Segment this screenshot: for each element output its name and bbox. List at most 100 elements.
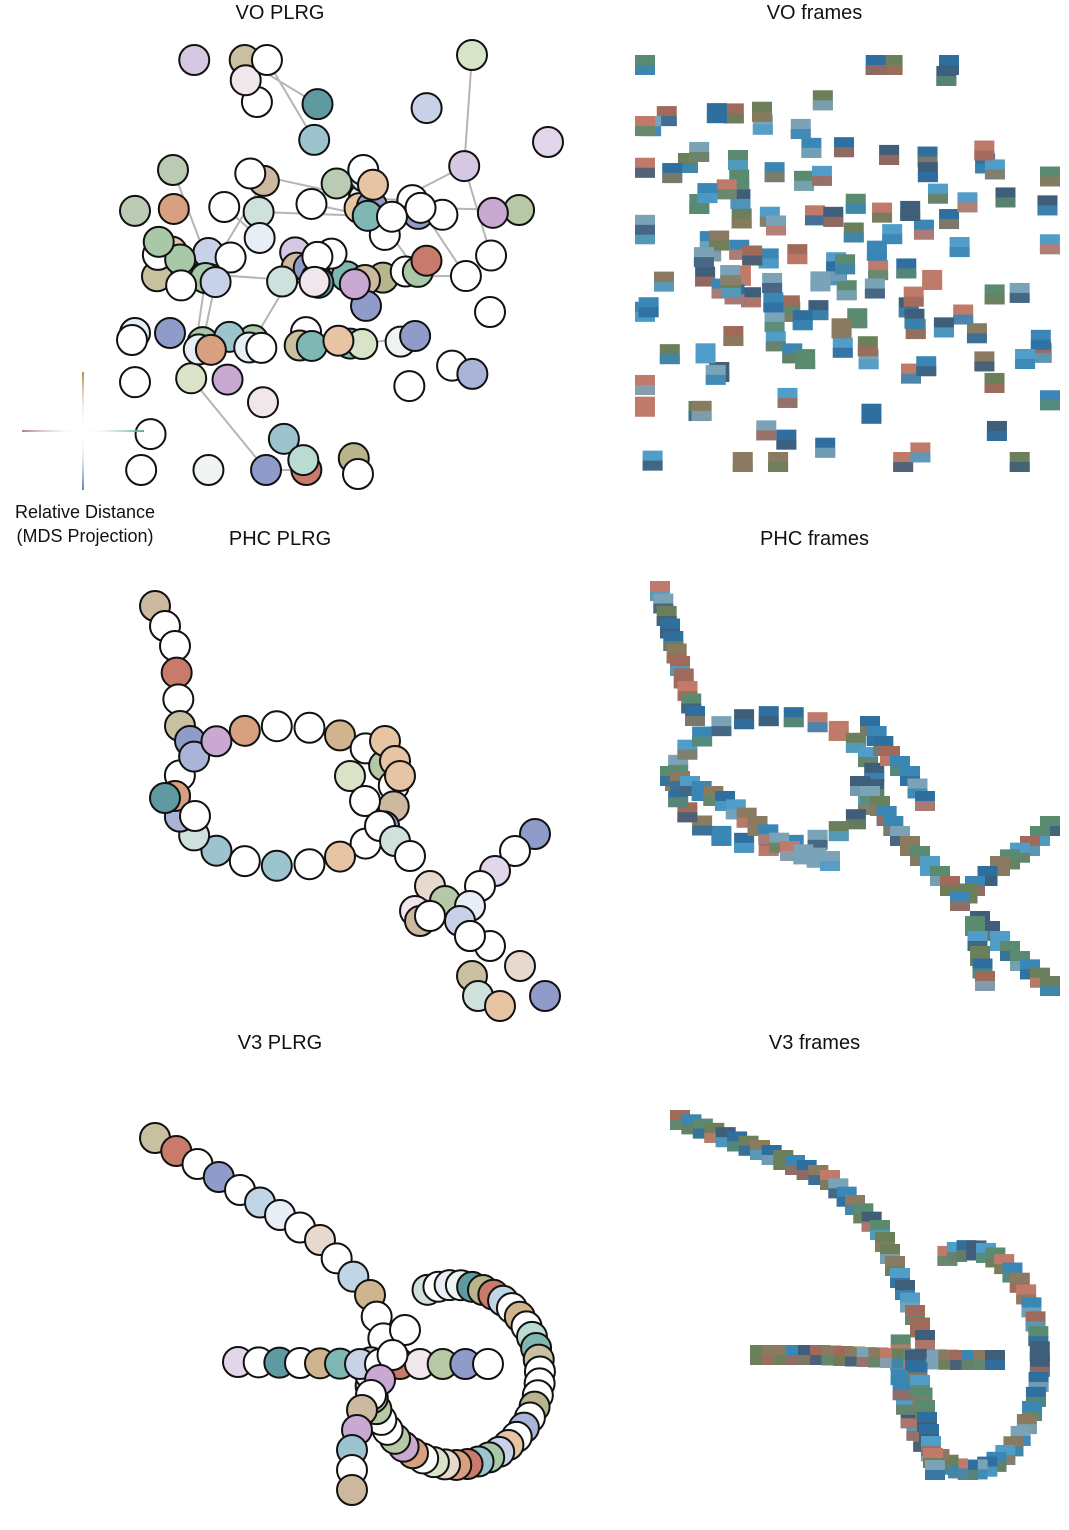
frame-thumbnail — [758, 706, 779, 727]
frame-thumbnail — [872, 202, 893, 223]
graph-node — [454, 920, 486, 952]
frame-thumbnail — [882, 224, 903, 245]
frame-thumbnail — [831, 318, 852, 339]
frame-thumbnail — [1040, 166, 1060, 187]
frame-thumbnail — [857, 336, 878, 357]
frame-thumbnail — [984, 284, 1005, 305]
graph-node — [116, 324, 148, 356]
frame-thumbnail — [795, 349, 816, 370]
frame-thumbnail — [832, 337, 853, 358]
vo-frames-map — [635, 55, 1060, 472]
frame-thumbnail — [835, 254, 856, 275]
frame-thumbnail — [783, 707, 804, 728]
graph-node — [160, 656, 193, 689]
graph-node — [157, 154, 189, 186]
frame-thumbnail — [1040, 390, 1060, 411]
graph-node — [162, 683, 195, 716]
frame-thumbnail — [974, 351, 995, 372]
frame-thumbnail — [815, 437, 836, 458]
vo-plrg-title: VO PLRG — [235, 2, 325, 24]
graph-node — [119, 366, 151, 399]
frame-thumbnail — [903, 286, 924, 307]
frame-thumbnail — [764, 162, 785, 183]
frame-thumbnail — [864, 278, 885, 299]
frame-thumbnail — [843, 222, 864, 243]
graph-node — [475, 239, 508, 272]
frame-thumbnail — [847, 308, 868, 329]
frame-thumbnail — [957, 192, 978, 213]
graph-node — [293, 848, 326, 881]
graph-node — [324, 719, 356, 752]
frame-thumbnail — [1040, 976, 1060, 996]
frame-thumbnail — [768, 452, 789, 472]
frame-thumbnail — [762, 272, 783, 293]
frame-thumbnail — [810, 271, 831, 292]
frame-thumbnail — [901, 363, 922, 384]
frame-thumbnail — [766, 215, 787, 236]
graph-node — [301, 88, 334, 121]
frame-thumbnail — [662, 163, 683, 184]
frame-thumbnail — [741, 287, 762, 308]
frame-thumbnail — [716, 179, 737, 200]
frame-thumbnail — [845, 809, 866, 830]
graph-node — [342, 458, 374, 490]
frame-thumbnail — [893, 452, 914, 472]
frame-thumbnail — [790, 118, 811, 139]
graph-node — [200, 834, 233, 867]
graph-node — [119, 194, 151, 227]
graph-node — [199, 266, 232, 299]
frame-thumbnail — [900, 200, 921, 221]
graph-node — [298, 123, 331, 156]
frame-thumbnail — [915, 791, 935, 811]
frame-thumbnail — [928, 183, 949, 204]
frame-thumbnail — [1039, 234, 1060, 255]
frame-thumbnail — [984, 372, 1005, 393]
graph-node — [529, 980, 561, 1012]
frame-thumbnail — [890, 1365, 911, 1386]
frame-thumbnail — [685, 706, 705, 726]
v3-plrg-graph — [139, 1122, 556, 1506]
frame-thumbnail — [1030, 329, 1051, 350]
frame-thumbnail — [635, 396, 655, 417]
frame-thumbnail — [861, 403, 882, 424]
graph-node — [246, 386, 279, 419]
graph-node — [228, 714, 261, 747]
frame-thumbnail — [828, 821, 849, 842]
graph-node — [159, 630, 191, 662]
frame-thumbnail — [868, 260, 889, 281]
frame-thumbnail — [720, 265, 741, 286]
vo-plrg-graph — [116, 39, 564, 490]
frame-thumbnail — [904, 308, 925, 329]
frame-thumbnail — [635, 374, 655, 395]
frame-thumbnail — [677, 802, 698, 823]
v3-frames-panel: V3 frames — [560, 1030, 1069, 1530]
graph-node — [410, 244, 443, 277]
frame-thumbnail — [812, 90, 833, 111]
frame-thumbnail — [742, 245, 763, 266]
frame-thumbnail — [693, 247, 714, 268]
graph-node — [260, 849, 293, 882]
frame-thumbnail — [653, 271, 674, 292]
graph-edge — [190, 377, 267, 471]
frame-thumbnail — [642, 450, 663, 471]
graph-node — [320, 167, 353, 200]
graph-node — [338, 268, 371, 301]
graph-node — [532, 126, 564, 158]
frame-thumbnail — [794, 170, 815, 191]
frame-thumbnail — [734, 709, 755, 730]
frame-thumbnail — [986, 420, 1007, 441]
frame-thumbnail — [1037, 195, 1058, 216]
frame-thumbnail — [910, 442, 931, 463]
frame-thumbnail — [828, 720, 849, 741]
phc-frames-map — [650, 581, 1060, 996]
frame-thumbnail — [801, 137, 822, 158]
frame-thumbnail — [635, 55, 655, 75]
frame-thumbnail — [933, 317, 954, 338]
graph-node — [456, 39, 488, 71]
graph-node — [134, 418, 167, 451]
frame-thumbnail — [939, 209, 960, 230]
frame-thumbnail — [845, 193, 866, 214]
frame-thumbnail — [834, 137, 855, 158]
phc-plrg-panel: PHC PLRG — [0, 526, 561, 1026]
graph-node — [295, 187, 328, 220]
